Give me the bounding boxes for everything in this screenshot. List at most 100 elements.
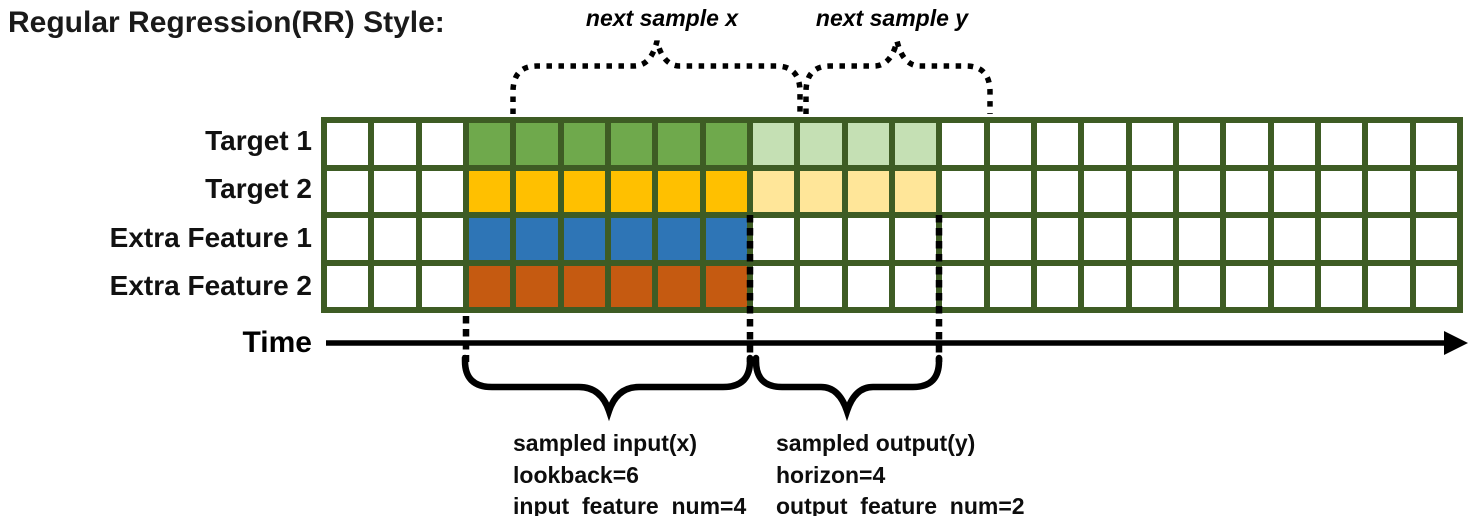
row-label-target-2: Target 2	[205, 173, 312, 204]
sampled-input-title: sampled input(x)	[513, 430, 698, 456]
grid-cell	[610, 218, 653, 260]
grid-cell	[1273, 218, 1315, 260]
grid-cell	[847, 265, 889, 307]
grid-cell	[752, 123, 795, 165]
grid-cell	[563, 170, 605, 212]
grid-cell	[563, 265, 605, 307]
grid-cell	[800, 170, 842, 212]
grid-cell	[1178, 218, 1221, 260]
grid-cell	[1084, 123, 1126, 165]
grid-cell	[1273, 170, 1315, 212]
grid-cell	[1273, 123, 1315, 165]
grid-cell	[1131, 170, 1173, 212]
grid-cell	[610, 265, 653, 307]
grid-cell	[1226, 265, 1268, 307]
row-label-extra-feature-2: Extra Feature 2	[109, 270, 312, 301]
grid-cell	[516, 265, 558, 307]
grid-cell	[658, 265, 700, 307]
grid-cell	[752, 170, 795, 212]
grid-cell	[1320, 265, 1363, 307]
grid-cell	[1036, 170, 1079, 212]
grid-cell	[516, 170, 558, 212]
grid-cell	[1131, 123, 1173, 165]
grid-cell	[327, 170, 369, 212]
grid-cell	[894, 265, 937, 307]
grid-cell	[1226, 218, 1268, 260]
next-sample-y-label: next sample y	[815, 5, 969, 31]
grid-cell	[942, 265, 984, 307]
grid-cell	[847, 123, 889, 165]
row-label-extra-feature-1: Extra Feature 1	[109, 222, 312, 253]
grid-cell	[989, 170, 1031, 212]
sampled-input-annotation: sampled input(x) lookback=6 input_featur…	[513, 428, 746, 516]
grid-cell	[1415, 170, 1457, 212]
grid-cell	[752, 218, 795, 260]
grid-cell	[1226, 170, 1268, 212]
grid-cell	[374, 123, 416, 165]
grid-cell	[1131, 218, 1173, 260]
grid-cell	[705, 265, 747, 307]
time-axis-arrowhead	[1444, 331, 1468, 355]
row-label-target-1: Target 1	[205, 125, 312, 156]
output-feature-num-value: output_feature_num=2	[776, 493, 1025, 516]
grid-cell	[1273, 265, 1315, 307]
grid-cell	[942, 123, 984, 165]
grid-cell	[847, 218, 889, 260]
grid-cell	[1084, 218, 1126, 260]
grid-cell	[468, 265, 511, 307]
grid-cell	[847, 170, 889, 212]
diagram-title: Regular Regression(RR) Style:	[8, 6, 445, 39]
grid-cell	[989, 218, 1031, 260]
sampled-output-annotation: sampled output(y) horizon=4 output_featu…	[776, 428, 1025, 516]
grid-cell	[1368, 170, 1410, 212]
sampled-output-title: sampled output(y)	[776, 430, 976, 456]
grid-cell	[1131, 265, 1173, 307]
grid-cell	[705, 218, 747, 260]
grid-cell	[374, 265, 416, 307]
grid-cell	[516, 123, 558, 165]
grid-cell	[563, 218, 605, 260]
grid-cell	[1320, 123, 1363, 165]
grid-cell	[1178, 170, 1221, 212]
input-feature-num-value: input_feature_num=4	[513, 493, 747, 516]
grid-cell	[989, 265, 1031, 307]
grid-cell	[1084, 170, 1126, 212]
grid-cell	[1226, 123, 1268, 165]
grid-cell	[327, 123, 369, 165]
sample-grid	[321, 117, 1463, 313]
grid-cell	[705, 123, 747, 165]
grid-cell	[1368, 265, 1410, 307]
grid-cell	[1368, 123, 1410, 165]
grid-cell	[1415, 123, 1457, 165]
grid-cell	[1084, 265, 1126, 307]
grid-cell	[800, 123, 842, 165]
next-sample-x-label: next sample x	[585, 5, 739, 31]
grid-cell	[1415, 265, 1457, 307]
grid-cell	[1320, 170, 1363, 212]
lookback-value: lookback=6	[513, 461, 639, 488]
grid-cell	[942, 170, 984, 212]
grid-cell	[468, 170, 511, 212]
grid-cell	[374, 170, 416, 212]
grid-cell	[327, 218, 369, 260]
sampled-output-brace	[752, 354, 943, 422]
grid-cell	[752, 265, 795, 307]
grid-cell	[658, 218, 700, 260]
grid-cell	[327, 265, 369, 307]
grid-cell	[516, 218, 558, 260]
grid-cell	[658, 123, 700, 165]
time-axis-label: Time	[242, 326, 312, 359]
grid-cell	[894, 123, 937, 165]
grid-cell	[1320, 218, 1363, 260]
grid-cell	[1368, 218, 1410, 260]
grid-cell	[1036, 218, 1079, 260]
grid-cell	[421, 265, 463, 307]
grid-cell	[894, 218, 937, 260]
grid-cell	[1036, 265, 1079, 307]
grid-cell	[421, 218, 463, 260]
grid-cell	[894, 170, 937, 212]
grid-cell	[658, 170, 700, 212]
grid-cell	[1036, 123, 1079, 165]
grid-cell	[1178, 123, 1221, 165]
